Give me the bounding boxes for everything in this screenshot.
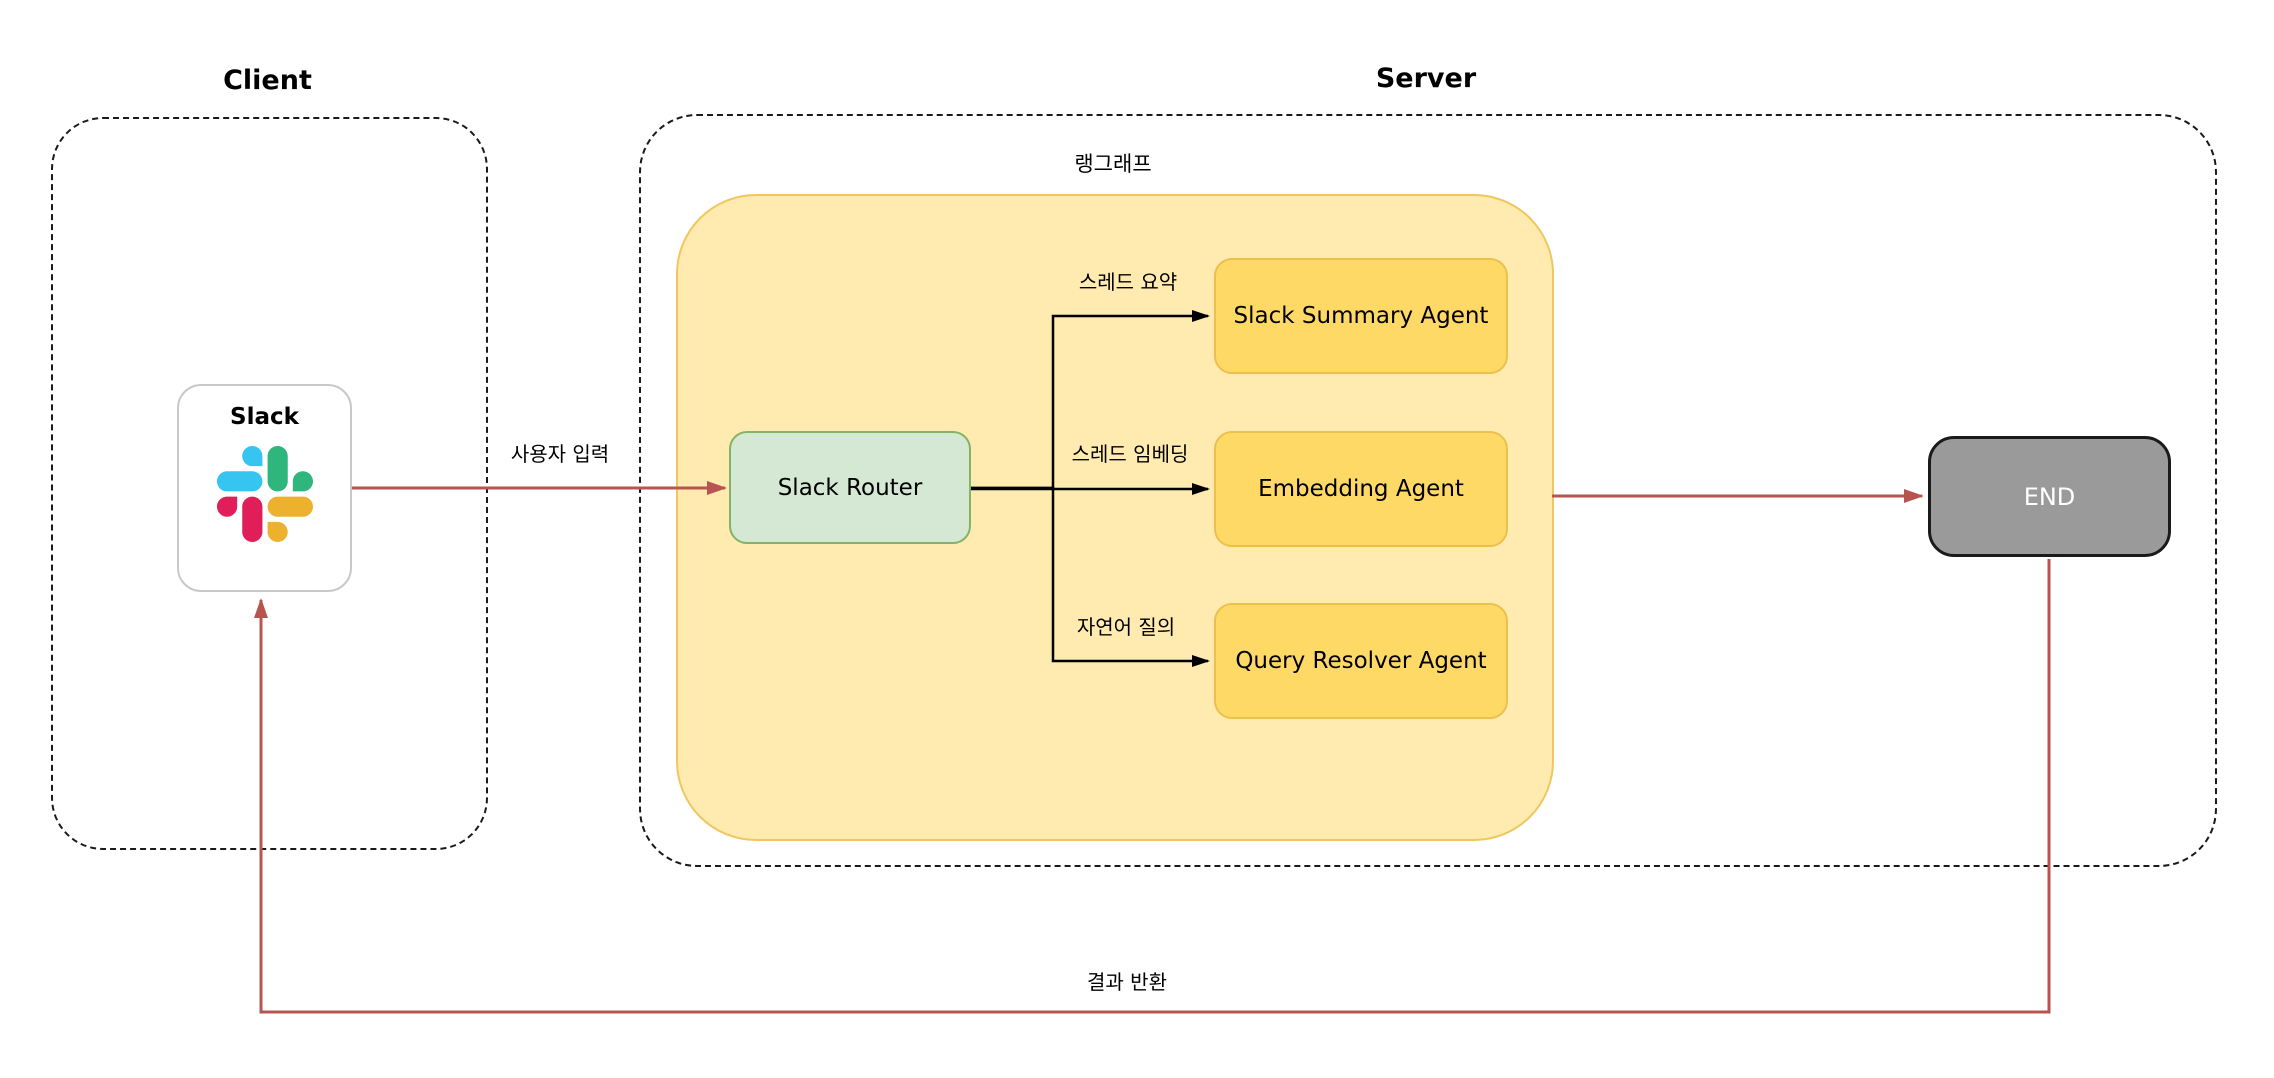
edge-nl-query — [971, 486, 1210, 667]
slack-node: Slack — [177, 384, 352, 592]
slack-router-label: Slack Router — [777, 474, 923, 501]
edge-label-thread-embedding: 스레드 임베딩 — [1071, 442, 1189, 466]
slack-summary-agent-label: Slack Summary Agent — [1233, 303, 1489, 329]
slack-summary-agent-node: Slack Summary Agent — [1214, 258, 1508, 374]
edge-result-return — [254, 559, 2051, 1014]
edge-label-result-return: 결과 반환 — [1087, 970, 1167, 994]
embedding-agent-label: Embedding Agent — [1258, 476, 1464, 502]
server-group-title: Server — [1375, 63, 1477, 94]
server-group-box — [639, 114, 2217, 867]
embedding-agent-node: Embedding Agent — [1214, 431, 1508, 547]
edge-label-nl-query: 자연어 질의 — [1076, 615, 1176, 639]
edge-label-user-input: 사용자 입력 — [510, 442, 610, 466]
slack-router-node: Slack Router — [729, 431, 971, 544]
client-group-title: Client — [223, 65, 312, 96]
query-resolver-agent-node: Query Resolver Agent — [1214, 603, 1508, 719]
edge-label-thread-summary: 스레드 요약 — [1078, 270, 1178, 294]
client-group-box — [51, 117, 488, 850]
end-node-label: END — [2023, 482, 2076, 511]
query-resolver-agent-label: Query Resolver Agent — [1235, 648, 1487, 674]
slack-logo-icon — [216, 446, 313, 542]
slack-node-label: Slack — [230, 404, 299, 430]
end-node: END — [1928, 436, 2171, 557]
langgraph-group-title: 랭그래프 — [1074, 152, 1152, 176]
